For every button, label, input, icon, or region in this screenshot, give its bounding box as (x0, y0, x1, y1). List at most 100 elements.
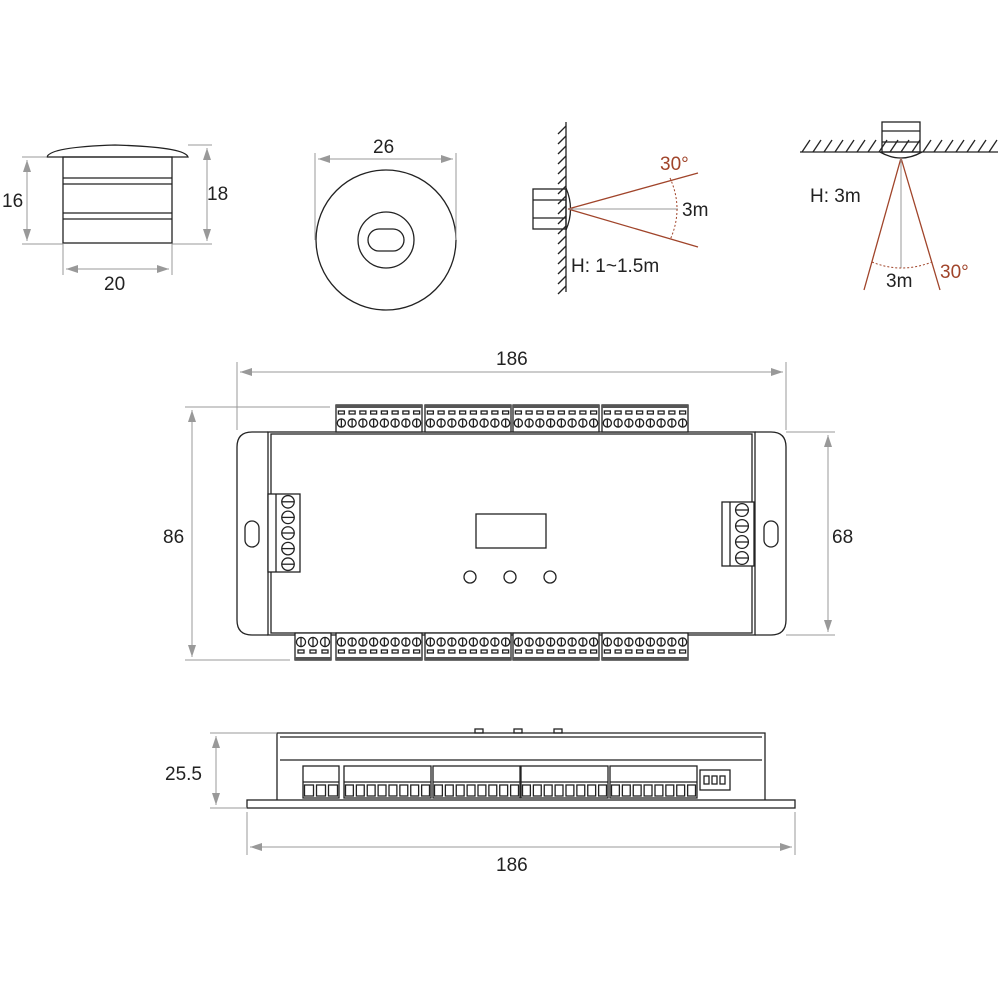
controller-side-view: 25.5 186 (165, 728, 796, 876)
side-terminal-slot (543, 784, 553, 797)
side-terminal-slot (665, 784, 675, 797)
ceiling-hatch-line (856, 139, 866, 153)
ceiling-hatch-line (988, 139, 998, 153)
terminal-block (294, 632, 332, 661)
ceiling-hatch-line (922, 139, 932, 153)
ceiling-range-label: 3m (886, 271, 912, 292)
terminal-block (601, 404, 689, 433)
terminal-block (335, 632, 423, 661)
side-terminal-slot (587, 784, 597, 797)
side-terminal-slot (344, 784, 355, 797)
wall-hatch-line (557, 285, 567, 295)
side-terminal-block (343, 765, 432, 799)
side-terminal-slot (621, 784, 631, 797)
side-terminal-slot (355, 784, 365, 797)
terminal-block (424, 632, 512, 661)
ceiling-hatch-line (812, 139, 822, 153)
dim-controller-width-186: 186 (496, 349, 528, 370)
side-terminal-slot (610, 784, 621, 797)
side-terminal-slot (327, 784, 339, 797)
ceiling-hatch-line (801, 139, 811, 153)
wall-hatch-line (557, 245, 567, 255)
ceiling-hatch-line (845, 139, 855, 153)
terminal-block (424, 404, 512, 433)
wall-hatch-line (557, 125, 567, 135)
wall-hatch-line (557, 275, 567, 285)
dim-sensor-diameter-26: 26 (373, 137, 394, 158)
dim-sensor-width-20: 20 (104, 274, 125, 295)
side-terminal-slot (576, 784, 586, 797)
side-terminal-slot (420, 784, 431, 797)
control-button-2 (503, 570, 517, 584)
side-terminal-slot (521, 784, 532, 797)
terminal-block (512, 404, 600, 433)
control-button-1 (463, 570, 477, 584)
side-terminal-block (609, 765, 698, 799)
side-terminal-slot (565, 784, 575, 797)
side-terminal-block (520, 765, 609, 799)
wall-hatch-line (557, 205, 567, 215)
terminal-block (512, 632, 600, 661)
wall-height-label: H: 1~1.5m (571, 256, 659, 277)
wall-hatch-line (557, 175, 567, 185)
ceiling-hatch-line (944, 139, 954, 153)
dim-side-height-25-5: 25.5 (165, 764, 202, 785)
ceiling-hatch-line (955, 139, 965, 153)
controller-top-view: 186 86 68 (163, 349, 853, 661)
side-terminal-slot (477, 784, 487, 797)
wall-hatch-line (557, 155, 567, 165)
wall-hatch-line (557, 265, 567, 275)
side-terminal-slot (455, 784, 465, 797)
power-terminal-block (721, 501, 755, 567)
wall-angle-label: 30° (660, 154, 689, 175)
wall-hatch-line (557, 235, 567, 245)
side-terminal-slot (632, 784, 642, 797)
dim-side-width-186: 186 (496, 855, 528, 876)
side-terminal-slot (676, 784, 686, 797)
ceiling-angle-label: 30° (940, 262, 969, 283)
display-window (475, 513, 547, 549)
side-terminal-slot (499, 784, 509, 797)
side-terminal-block (432, 765, 521, 799)
side-terminal-slot (488, 784, 498, 797)
side-terminal-block (302, 765, 340, 799)
dim-controller-height-68: 68 (832, 527, 853, 548)
wall-hatch-line (557, 215, 567, 225)
wall-range-label: 3m (682, 200, 708, 221)
wall-hatch-line (557, 135, 567, 145)
side-terminal-slot (433, 784, 444, 797)
dim-controller-height-86: 86 (163, 527, 184, 548)
wall-hatch-line (557, 255, 567, 265)
ceiling-hatch-line (823, 139, 833, 153)
side-terminal-slot (366, 784, 376, 797)
wall-mount-diagram: 30° 3m H: 1~1.5m (532, 122, 708, 295)
ceiling-hatch-line (834, 139, 844, 153)
dim-sensor-height-16: 16 (2, 191, 23, 212)
side-terminal-slot (509, 784, 520, 797)
sensor-top-view: 26 (314, 137, 457, 311)
side-terminal-slot (410, 784, 420, 797)
side-terminal-slot (303, 784, 315, 797)
side-terminal-slot (399, 784, 409, 797)
terminal-block (335, 404, 423, 433)
side-terminal-slot (388, 784, 398, 797)
wall-hatch-line (557, 185, 567, 195)
side-connector (699, 769, 731, 791)
side-terminal-slot (554, 784, 564, 797)
side-terminal-slot (643, 784, 653, 797)
ceiling-hatch-line (867, 139, 877, 153)
control-button-3 (543, 570, 557, 584)
side-terminal-slot (315, 784, 327, 797)
side-terminal-slot (597, 784, 608, 797)
ceiling-hatch-line (933, 139, 943, 153)
wall-hatch-line (557, 225, 567, 235)
side-terminal-slot (654, 784, 664, 797)
power-terminal-block (267, 493, 301, 573)
side-terminal-slot (444, 784, 454, 797)
terminal-block (601, 632, 689, 661)
ceiling-mount-diagram: H: 3m 3m 30° (800, 121, 998, 292)
side-terminal-slot (466, 784, 476, 797)
ceiling-hatch-line (966, 139, 976, 153)
side-terminal-slot (377, 784, 387, 797)
